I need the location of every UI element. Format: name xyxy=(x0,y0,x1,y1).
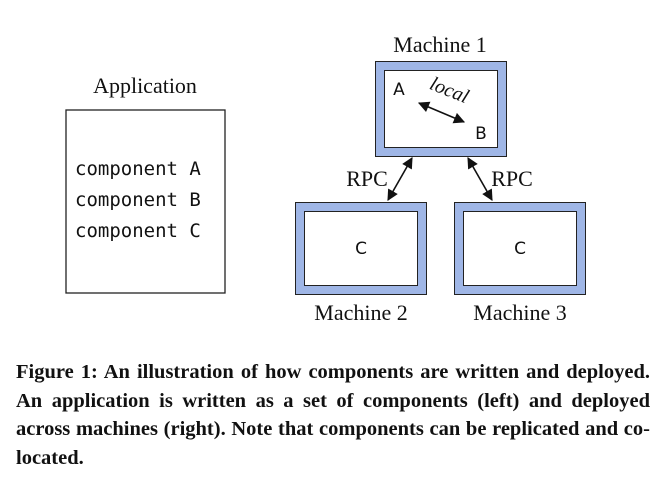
machine-1-component-a: A xyxy=(393,80,405,100)
local-link-arrow xyxy=(417,101,466,124)
component-line-a: component A xyxy=(75,158,201,180)
machine-1-outer-outline xyxy=(375,61,507,157)
rpc-left-arrow xyxy=(387,157,413,201)
diagram-canvas: Application component A component B comp… xyxy=(65,32,586,325)
machine-3-inner-outline xyxy=(463,211,577,286)
machine-2-outer-outline xyxy=(295,202,427,295)
application-title: Application xyxy=(93,73,197,98)
architecture-diagram: Application component A component B comp… xyxy=(65,32,586,325)
machine-3-frame xyxy=(454,202,586,295)
machine-2-inner-outline xyxy=(304,211,418,286)
component-line-c: component C xyxy=(75,220,201,242)
machine-2-title: Machine 2 xyxy=(314,300,407,325)
figure-caption: Figure 1: An illustration of how compone… xyxy=(16,361,650,469)
machine-1-component-b: B xyxy=(475,124,487,144)
machine-1-title: Machine 1 xyxy=(393,32,486,57)
machine-3-component-c: C xyxy=(514,239,526,259)
rpc-right-arrow xyxy=(467,157,493,201)
machine-1-inner-outline xyxy=(384,70,498,148)
rpc-right-label: RPC xyxy=(491,166,533,191)
component-line-b: component B xyxy=(75,189,201,211)
machine-3-outer-outline xyxy=(454,202,586,295)
machine-3-title: Machine 3 xyxy=(473,300,566,325)
machine-2-component-c: C xyxy=(355,239,367,259)
machine-2-frame xyxy=(295,202,427,295)
application-box xyxy=(65,109,226,294)
rpc-left-label: RPC xyxy=(346,166,388,191)
